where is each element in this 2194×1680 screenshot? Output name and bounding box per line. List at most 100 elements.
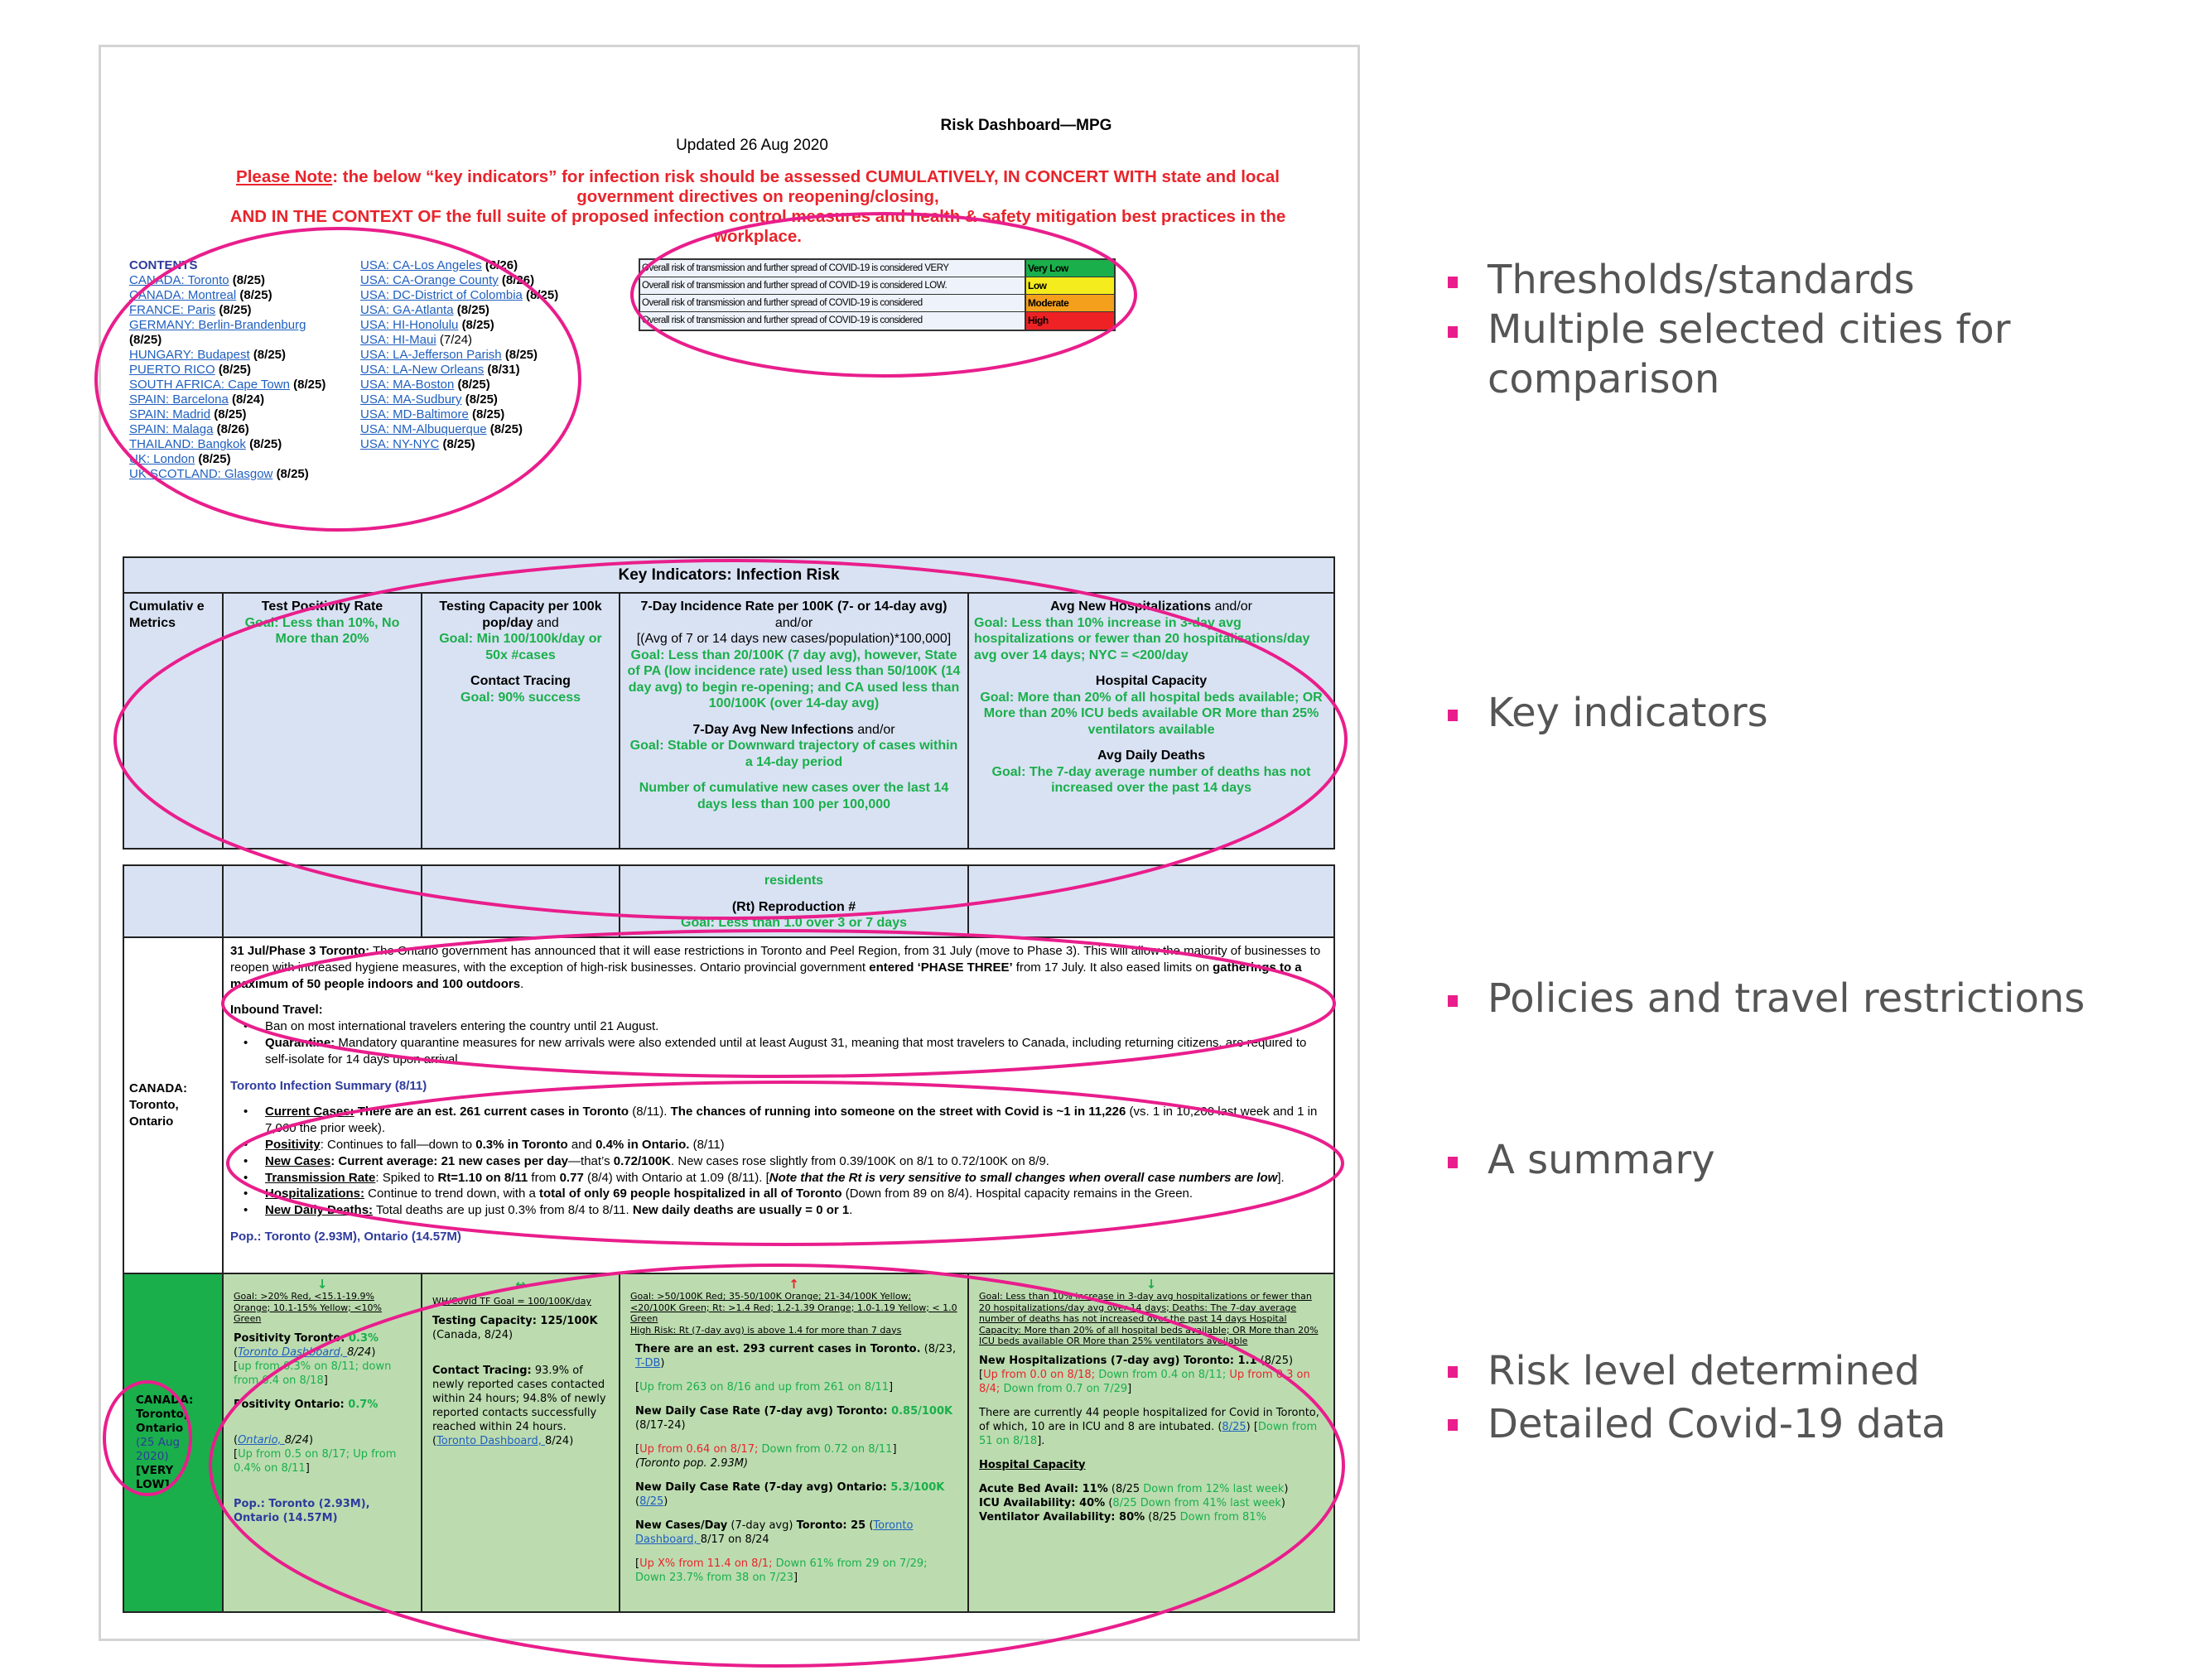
positivity-details: Positivity Toronto: 0.3% (Toronto Dashbo… [234,1331,411,1525]
contents-link[interactable]: SOUTH AFRICA: Cape Town [129,378,290,392]
contents-link[interactable]: SPAIN: Barcelona [129,392,229,407]
contents-link[interactable]: USA: CA-Los Angeles [360,258,482,272]
key-indicators-table: Key Indicators: Infection Risk Cumulativ… [122,556,1336,850]
source-link[interactable]: Ontario, [238,1433,285,1447]
dashboard-header: Risk Dashboard—MPG Updated 26 Aug 2020 [421,116,1111,156]
contents-link[interactable]: SPAIN: Madrid [129,407,211,421]
list-item: Quarantine: Mandatory quarantine measure… [230,1035,1327,1068]
text-paragraph: New Daily Case Rate (7-day avg) Toronto:… [635,1404,957,1432]
city-table: residents(Rt) Reproduction #Goal: Less t… [123,864,1335,1613]
text-run: 8/24 [284,1433,309,1447]
text-run: ICU Availability: 40% [979,1496,1106,1509]
contents-date: (8/26) [216,422,249,436]
contents-item: HUNGARY: Budapest (8/25) [129,348,336,363]
contents-item: USA: LA-New Orleans (8/31) [360,363,634,378]
source-link[interactable]: Toronto Dashboard, [436,1434,545,1447]
source-link[interactable]: 8/25 [1222,1420,1246,1433]
text-run: ]. [1277,1170,1285,1185]
annotation-label: Thresholds/standards [1448,255,2077,305]
contents-date: (8/25) [465,392,498,407]
contents-link[interactable]: USA: MA-Boston [360,378,455,392]
text-paragraph: increased over the past 14 days [974,780,1328,797]
text-run: and/or [774,615,813,630]
header-cell [967,864,1335,938]
contents-link[interactable]: FRANCE: Paris [129,303,216,317]
trend-down-icon: ↓ [1145,1277,1157,1292]
contents-link[interactable]: USA: LA-New Orleans [360,363,485,377]
source-link[interactable]: 8/25 [639,1495,664,1508]
contents-item: USA: HI-Honolulu (8/25) [360,318,634,333]
text-run: ] [889,1381,894,1394]
text-paragraph: Testing Capacity per 100k pop/day and [427,599,614,631]
contents-link[interactable]: CANADA: Toronto [129,273,229,287]
contents-heading: CONTENTS [129,258,198,272]
contents-link[interactable]: THAILAND: Bangkok [129,437,246,451]
incidence-details: There are an est. 293 current cases in T… [630,1342,957,1585]
contents-link[interactable]: USA: DC-District of Colombia [360,288,523,302]
list-item: Hospitalizations: Continue to trend down… [230,1186,1327,1202]
contents-date: (8/25) [526,288,559,302]
text-run: New daily deaths are usually = 0 or 1 [632,1203,850,1218]
annotation-group: Thresholds/standards Multiple selected c… [1448,255,2077,404]
text-run: and/or [853,722,895,737]
text-run: Current Cases: [265,1105,354,1119]
contents-link[interactable]: UK: London [129,452,195,466]
contents-link[interactable]: USA: CA-Orange County [360,273,499,287]
contents-link[interactable]: PUERTO RICO [129,363,215,377]
contents-item: USA: CA-Orange County (8/26) [360,273,634,288]
contents-link[interactable]: USA: HI-Honolulu [360,318,459,332]
contents-date: (8/25) [456,303,489,317]
contents-link[interactable]: CANADA: Montreal [129,288,237,302]
text-paragraph: 7-Day Avg New Infections and/or [625,722,962,739]
contents-item: USA: MA-Boston (8/25) [360,378,634,392]
contents-link[interactable]: USA: LA-Jefferson Parish [360,348,502,362]
text-paragraph: Contact Tracing [427,673,614,690]
contents-date: (8/25) [461,318,494,332]
text-paragraph: Ventilator Availability: 80% (8/25 Down … [979,1510,1324,1524]
text-run: (8/25 [1107,1482,1144,1495]
text-paragraph: Avg New Hospitalizations and/or [974,599,1328,615]
contents-link[interactable]: USA: MA-Sudbury [360,392,462,407]
text-paragraph: Cumulativ e Metrics [129,599,217,631]
text-paragraph: There are an est. 293 current cases in T… [635,1342,957,1370]
text-run: Goal: The 7-day average number of deaths… [991,764,1311,779]
contents-link[interactable]: GERMANY: Berlin-Brandenburg [129,318,306,332]
text-paragraph: [Up from 0.64 on 8/17; Down from 0.72 on… [635,1442,957,1456]
text-run: 0.7% [348,1398,379,1411]
source-link[interactable]: T-DB [635,1357,661,1370]
contents-link[interactable]: USA: NY-NYC [360,437,440,451]
contents-link[interactable]: USA: MD-Baltimore [360,407,469,421]
goal-text: Goal: Less than 10% increase in 3-day av… [979,1291,1319,1346]
text-paragraph: Goal: Less than 10% increase in 3-day av… [974,615,1328,664]
contents-date: (8/26) [485,258,518,272]
text-run: (7-day avg) [727,1519,797,1532]
contents-date: (8/24) [231,392,265,407]
text-run: New Daily Case Rate (7-day avg) Ontario: [635,1481,891,1494]
contents-date: (8/25) [276,467,309,481]
text-run: Pop.: Toronto (2.93M), Ontario (14.57M) [230,1229,461,1244]
text-paragraph: [Up X% from 11.4 on 8/1; Down 61% from 2… [635,1557,957,1585]
text-run: Goal: More than 20% of all hospital beds… [980,690,1323,705]
source-link[interactable]: Toronto Dashboard, [238,1345,348,1359]
text-run: ) [ [1246,1420,1258,1433]
contents-link[interactable]: USA: GA-Atlanta [360,303,454,317]
text-run: Goal: Stable or Downward trajectory of c… [629,739,958,769]
text-paragraph: Acute Bed Avail: 11% (8/25 Down from 12%… [979,1482,1324,1496]
text-paragraph: New Hospitalizations (7-day avg) Toronto… [979,1354,1324,1368]
text-run: New Hospitalizations (7-day avg) Toronto… [979,1354,1257,1367]
contents-date: (8/25) [239,288,272,302]
contents-link[interactable]: USA: NM-Albuquerque [360,422,487,436]
contents-link[interactable]: HUNGARY: Budapest [129,348,250,362]
contents-item: USA: MD-Baltimore (8/25) [360,407,634,422]
text-run: (8/11). [629,1105,671,1119]
contents-link[interactable]: USA: HI-Maui [360,333,436,347]
annotation-group: Risk level determined Detailed Covid-19 … [1448,1345,1946,1451]
contents-link[interactable]: UK SCOTLAND: Glasgow [129,467,273,481]
legend-row: Overall risk of transmission and further… [640,277,1114,295]
contents-link[interactable]: SPAIN: Malaga [129,422,214,436]
list-item: New Cases: Current average: 21 new cases… [230,1153,1327,1170]
annotation-group: Policies and travel restrictions [1448,974,2085,1023]
text-run: 0.3% in Toronto [475,1137,568,1152]
text-run: 0.85/100K [891,1405,953,1418]
text-run: Down from 0.72 on 8/11 [761,1443,893,1456]
